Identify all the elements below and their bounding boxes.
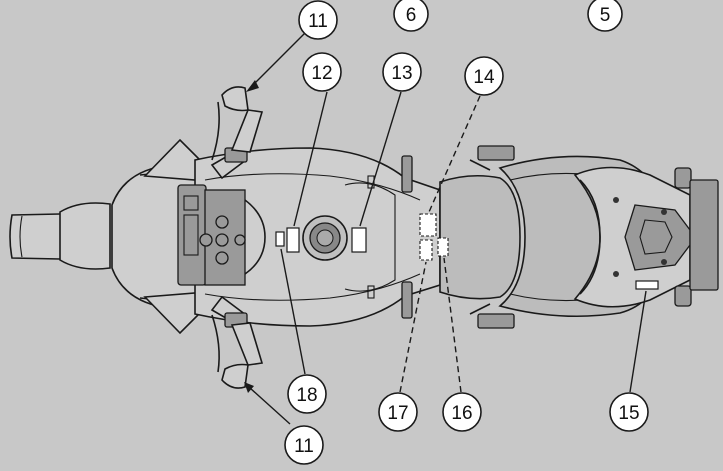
callout-11-bottom-text: 11 (294, 436, 314, 457)
callout-14-text: 14 (473, 67, 495, 88)
callout-11-top: 11 (298, 0, 338, 40)
callout-14: 14 (464, 56, 504, 96)
right-mirror (221, 363, 249, 389)
label-15 (635, 280, 659, 290)
instrument-area (177, 184, 266, 286)
label-13 (351, 227, 367, 253)
callout-15: 15 (609, 392, 649, 432)
callout-11-bottom: 11 (284, 425, 324, 465)
label-18 (275, 231, 285, 247)
front-wheel (9, 202, 111, 270)
callout-18-text: 18 (296, 385, 317, 406)
callout-13: 13 (382, 52, 422, 92)
label-16 (437, 237, 449, 257)
callout-5: 5 (587, 0, 623, 32)
label-17 (419, 239, 433, 261)
callout-17: 17 (378, 392, 418, 432)
label-12 (286, 227, 300, 253)
left-mirror (221, 86, 249, 112)
left-handlebar (210, 101, 264, 180)
callout-16: 16 (442, 392, 482, 432)
callout-6: 6 (393, 0, 429, 32)
callout-12-text: 12 (311, 63, 332, 84)
tail-section (573, 166, 719, 308)
callout-12: 12 (302, 52, 342, 92)
callout-18: 18 (287, 374, 327, 414)
labels (275, 213, 659, 290)
fuel-cap (302, 215, 348, 261)
callout-17-text: 17 (387, 403, 408, 424)
callout-11-top-text: 11 (308, 11, 328, 32)
right-handlebar (210, 295, 264, 373)
callout-15-text: 15 (618, 403, 639, 424)
passenger-pegs (469, 145, 515, 329)
callout-16-text: 16 (451, 403, 472, 424)
callout-6-text: 6 (406, 5, 417, 26)
label-14 (419, 213, 437, 237)
footpegs-front (367, 155, 413, 319)
callout-5-text: 5 (600, 5, 611, 26)
callout-13-text: 13 (391, 63, 412, 84)
leader-lines (244, 29, 647, 425)
